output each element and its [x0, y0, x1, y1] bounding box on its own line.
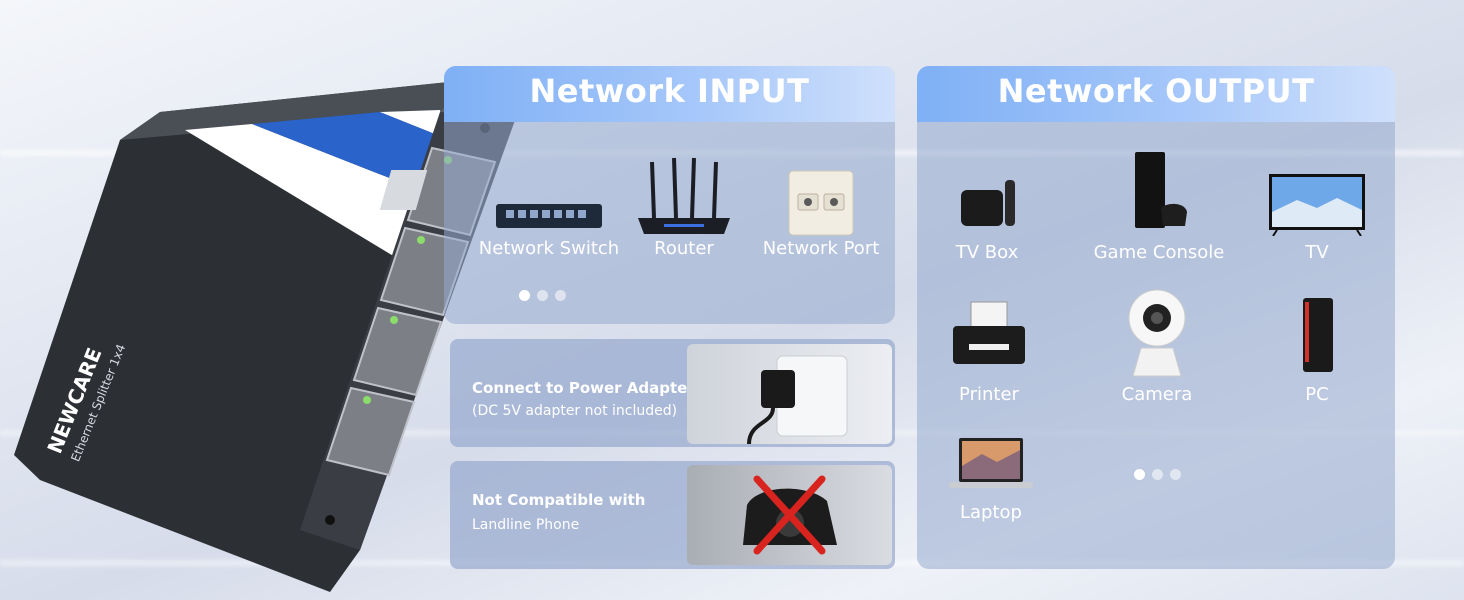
network-switch-icon [496, 204, 602, 228]
carousel-dot[interactable] [1134, 469, 1145, 480]
item-label: Game Console [1093, 242, 1225, 263]
card-subtitle: Landline Phone [472, 517, 580, 533]
input-item-network-port: Network Port [763, 170, 879, 260]
card-title: Connect to Power Adapter [472, 379, 695, 397]
output-item-printer: Printer [949, 300, 1029, 405]
item-label: TV [1305, 242, 1329, 263]
card-subtitle: (DC 5V adapter not included) [472, 403, 678, 419]
prohibited-cross-icon [753, 475, 826, 555]
landline-phone-photo [687, 465, 892, 565]
panel-title: Network OUTPUT [997, 72, 1315, 110]
output-item-laptop: Laptop [947, 436, 1035, 526]
printer-icon [953, 301, 1025, 364]
output-item-camera: Camera [1122, 288, 1192, 405]
item-label: Router [654, 238, 714, 259]
panel-header [444, 66, 895, 122]
input-item-router: Router [634, 156, 734, 259]
carousel-indicator[interactable] [1134, 469, 1181, 480]
item-label: TV Box [955, 242, 1019, 263]
wall-port-icon [788, 170, 854, 236]
carousel-dot[interactable] [1170, 469, 1181, 480]
carousel-dot[interactable] [519, 290, 530, 301]
carousel-indicator[interactable] [519, 290, 566, 301]
item-label: Laptop [960, 502, 1022, 523]
carousel-dot[interactable] [1152, 469, 1163, 480]
output-item-pc: PC [1295, 296, 1339, 405]
wall-socket-icon [747, 355, 848, 444]
router-icon [638, 157, 730, 234]
item-label: Network Port [762, 238, 880, 259]
tv-box-icon [961, 180, 1015, 226]
pc-tower-icon [1303, 298, 1333, 372]
panel-title: Network INPUT [529, 72, 810, 110]
carousel-dot[interactable] [537, 290, 548, 301]
item-label: PC [1305, 384, 1329, 405]
item-label: Network Switch [478, 238, 620, 259]
carousel-dot[interactable] [555, 290, 566, 301]
input-item-network-switch: Network Switch [479, 200, 619, 260]
item-label: Printer [959, 384, 1019, 405]
game-console-icon [1135, 152, 1187, 228]
panel-header [917, 66, 1395, 122]
power-adapter-card: Connect to Power Adapter (DC 5V adapter … [450, 339, 895, 447]
output-item-tv-box: TV Box [956, 178, 1018, 263]
output-item-game-console: Game Console [1094, 152, 1224, 263]
item-label: Camera [1121, 384, 1193, 405]
landline-phone-card: Not Compatible with Landline Phone [450, 461, 895, 569]
output-item-tv: TV [1267, 172, 1367, 263]
network-input-panel: Network INPUT Network Switch Router Netw… [444, 66, 895, 324]
network-output-panel: Network OUTPUT TV Box Game Console TV [917, 66, 1395, 569]
tv-icon [1269, 174, 1365, 237]
card-title: Not Compatible with [472, 491, 646, 509]
power-adapter-photo [687, 344, 892, 444]
camera-icon [1128, 289, 1186, 377]
laptop-icon [949, 438, 1033, 488]
telephone-icon [743, 475, 837, 555]
